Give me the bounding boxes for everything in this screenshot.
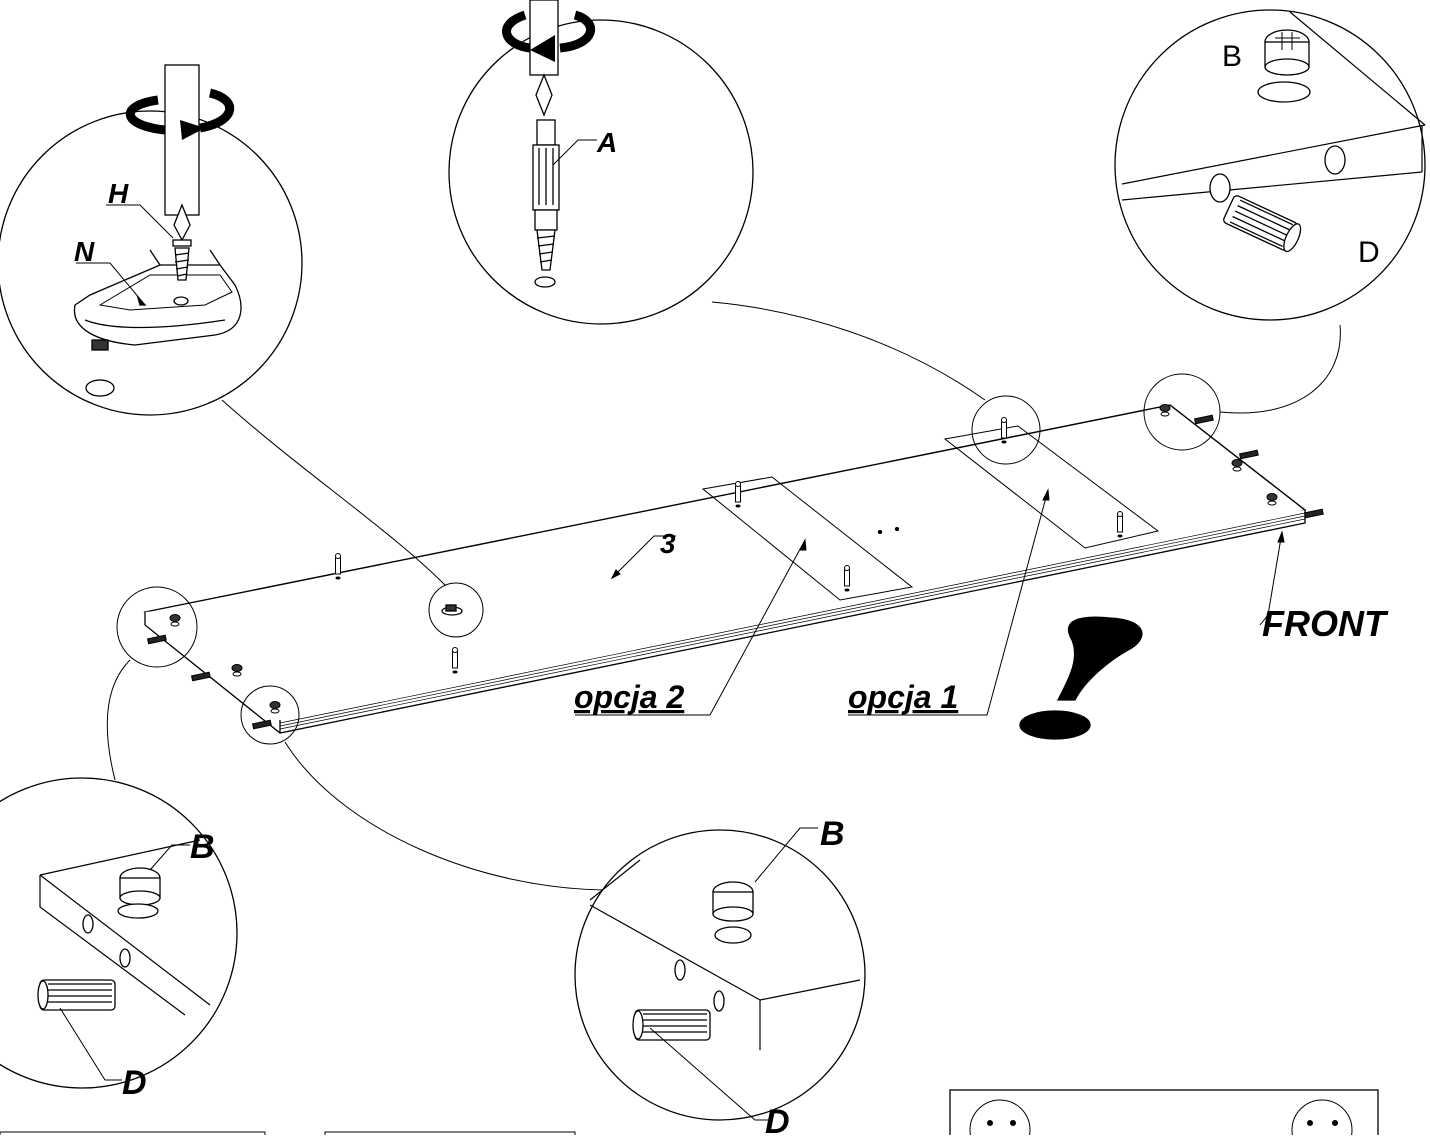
panel-cam-locks xyxy=(169,404,1278,714)
leader-curves xyxy=(106,301,1341,891)
part-H-label: H xyxy=(108,178,129,209)
exclamation-mark-icon xyxy=(1019,616,1143,740)
panel-foot-small xyxy=(441,604,463,616)
front-leader xyxy=(1259,530,1285,626)
part-B-top-right-label: B xyxy=(1222,40,1242,73)
part-D-bottom-left-label: D xyxy=(122,1064,147,1102)
option-2-label: opcja 2 xyxy=(574,679,684,715)
detail-screw-circle xyxy=(448,0,754,325)
rotate-arrow-icon xyxy=(502,10,596,62)
cam-lock-icon xyxy=(1264,29,1310,76)
option-2-area xyxy=(701,476,914,601)
part-A-label: A xyxy=(596,127,617,158)
detail-foot-circle xyxy=(0,64,303,416)
panel-dowels xyxy=(146,414,1324,730)
part-B-bottom-center-label: B xyxy=(820,815,845,853)
front-label: FRONT xyxy=(1262,603,1389,644)
option-2-leader xyxy=(575,538,807,716)
option-1-area xyxy=(943,425,1160,549)
part-N-label: N xyxy=(74,236,95,267)
option-1-leader xyxy=(848,488,1050,716)
option-1-label: opcja 1 xyxy=(848,679,958,715)
detail-cam-dowel-circle xyxy=(1114,9,1426,321)
part-D-top-right-label: D xyxy=(1358,236,1380,269)
rotate-arrow-icon xyxy=(125,88,235,140)
detail-bottom-center-circle xyxy=(574,827,866,1121)
part-D-bottom-center-label: D xyxy=(765,1103,790,1135)
panel-number-leader xyxy=(610,535,676,580)
detail-bottom-left-circle xyxy=(0,777,238,1089)
shelf-panel xyxy=(143,404,1307,734)
part-B-bottom-left-label: B xyxy=(190,828,215,866)
panel-number-label: 3 xyxy=(660,528,676,559)
panel-screws xyxy=(335,417,1123,674)
